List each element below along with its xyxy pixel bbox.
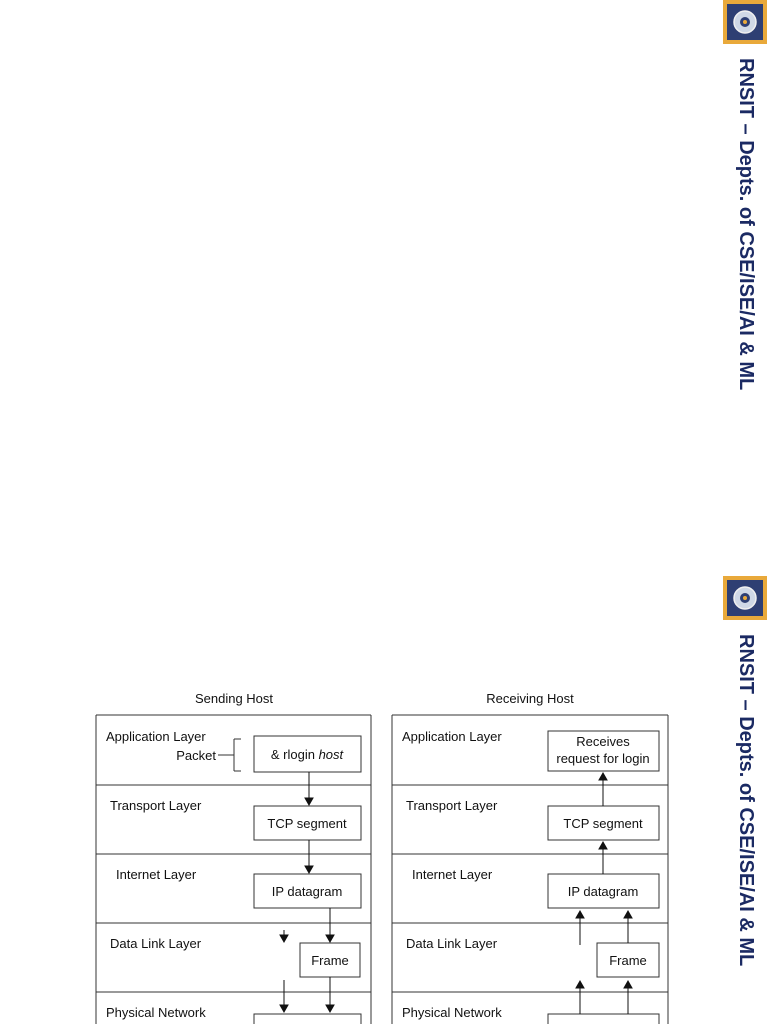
sending-application-layer-label: Application Layer bbox=[106, 729, 206, 744]
sending-internet-layer-label: Internet Layer bbox=[116, 867, 197, 882]
receiving-physical-box bbox=[547, 1013, 660, 1024]
sending-physical-box bbox=[253, 1013, 362, 1024]
receiving-login-line1: Receives bbox=[576, 734, 630, 749]
sending-rlogin-text: & rlogin host bbox=[271, 747, 345, 762]
sending-frame-text: Frame bbox=[311, 953, 349, 968]
sending-rlogin-box bbox=[253, 735, 362, 773]
receiving-host-stack bbox=[391, 714, 669, 1024]
receiving-internet-layer-label: Internet Layer bbox=[412, 867, 493, 882]
sending-arrows bbox=[279, 772, 335, 1014]
sending-host-title: Sending Host bbox=[195, 691, 273, 706]
college-logo-icon bbox=[723, 576, 767, 620]
sending-ip-datagram-box bbox=[253, 873, 362, 909]
receiving-tcp-segment-text: TCP segment bbox=[563, 816, 643, 831]
sending-packet-label: Packet bbox=[176, 748, 216, 763]
sending-datalink-layer-label: Data Link Layer bbox=[110, 936, 202, 951]
receiving-login-box bbox=[547, 730, 660, 772]
receiving-ip-datagram-text: IP datagram bbox=[568, 884, 639, 899]
receiving-physical-layer-label: Physical Network bbox=[402, 1005, 502, 1020]
receiving-datalink-layer-label: Data Link Layer bbox=[406, 936, 498, 951]
college-logo-icon bbox=[723, 0, 767, 44]
receiving-arrows bbox=[575, 771, 633, 1014]
sending-host-stack bbox=[95, 714, 372, 1024]
receiving-application-layer-label: Application Layer bbox=[402, 729, 502, 744]
receiving-host-title: Receiving Host bbox=[486, 691, 574, 706]
receiving-frame-text: Frame bbox=[609, 953, 647, 968]
sending-physical-layer-label: Physical Network bbox=[106, 1005, 206, 1020]
receiving-transport-layer-label: Transport Layer bbox=[406, 798, 498, 813]
sending-ip-datagram-text: IP datagram bbox=[272, 884, 343, 899]
receiving-ip-datagram-box bbox=[547, 873, 660, 909]
sending-tcp-segment-box bbox=[253, 805, 362, 841]
packet-bracket bbox=[218, 738, 241, 772]
receiving-login-line2: request for login bbox=[556, 751, 649, 766]
sending-transport-layer-label: Transport Layer bbox=[110, 798, 202, 813]
sending-tcp-segment-text: TCP segment bbox=[267, 816, 347, 831]
receiving-tcp-segment-box bbox=[547, 805, 660, 841]
